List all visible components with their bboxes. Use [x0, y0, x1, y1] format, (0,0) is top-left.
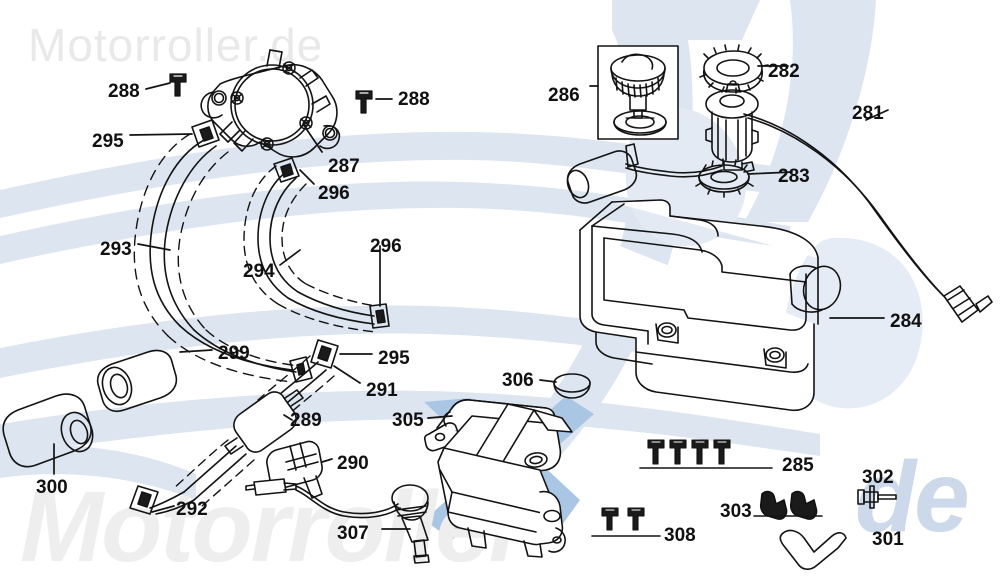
callout-306: 306	[502, 370, 534, 391]
callout-283: 283	[778, 166, 810, 187]
callout-302: 302	[862, 467, 894, 488]
part-294-fuel-hose-return	[243, 165, 390, 333]
part-281-fuel-pump-and-harness	[566, 80, 993, 323]
callout-295-top: 295	[92, 131, 124, 152]
callout-290: 290	[337, 453, 369, 474]
callout-286: 286	[548, 85, 580, 106]
part-300-rubber-sleeve	[2, 393, 94, 468]
part-291-292-289-filter-assembly	[129, 339, 339, 515]
part-283-seal-ring	[695, 158, 754, 198]
callout-296-right: 296	[370, 236, 402, 257]
part-301-rubber-bumper	[779, 529, 847, 570]
callout-305: 305	[392, 410, 424, 431]
part-308-screw-set	[591, 507, 661, 537]
callout-303: 303	[720, 501, 752, 522]
part-295-clamp-top	[191, 119, 220, 148]
callout-288-left: 288	[108, 81, 140, 102]
callout-293: 293	[100, 239, 132, 260]
part-306-cap-plug	[553, 373, 591, 399]
part-305-charcoal-canister	[423, 399, 573, 558]
callout-leader-lines	[53, 65, 889, 530]
part-282-lock-ring	[699, 44, 769, 94]
callout-281: 281	[852, 103, 884, 124]
callout-282: 282	[768, 61, 800, 82]
part-303-rubber-clip-pair	[753, 490, 823, 520]
callout-292: 292	[176, 499, 208, 520]
part-290-connector	[266, 440, 323, 499]
callout-289: 289	[290, 410, 322, 431]
callout-285: 285	[782, 455, 814, 476]
callout-291: 291	[366, 380, 398, 401]
callout-300: 300	[36, 477, 68, 498]
callout-301: 301	[872, 529, 904, 550]
part-288-screw-left	[169, 73, 187, 97]
part-299-rubber-sleeve	[96, 349, 178, 413]
part-296-clamp-top	[273, 157, 300, 183]
part-284-fuel-tank	[579, 199, 842, 412]
part-288-screw-right	[355, 90, 373, 114]
callout-284: 284	[890, 311, 922, 332]
callout-307: 307	[337, 523, 369, 544]
callout-287: 287	[328, 156, 360, 177]
callout-296-top: 296	[318, 183, 350, 204]
part-302-rivet-pin	[857, 485, 897, 509]
part-287-mounting-plate	[200, 49, 341, 158]
watermark-top-text: Motorroller.de	[28, 19, 324, 71]
callout-308: 308	[664, 525, 696, 546]
part-286-fuel-cap-assembly	[597, 45, 679, 140]
part-285-screw-set	[639, 439, 773, 469]
callout-295-mid: 295	[378, 348, 410, 369]
callout-299: 299	[218, 343, 250, 364]
callout-294: 294	[243, 261, 275, 282]
part-307-fuel-valve	[245, 478, 430, 564]
callout-288-right: 288	[398, 89, 430, 110]
part-293-fuel-hose-long	[133, 133, 313, 383]
